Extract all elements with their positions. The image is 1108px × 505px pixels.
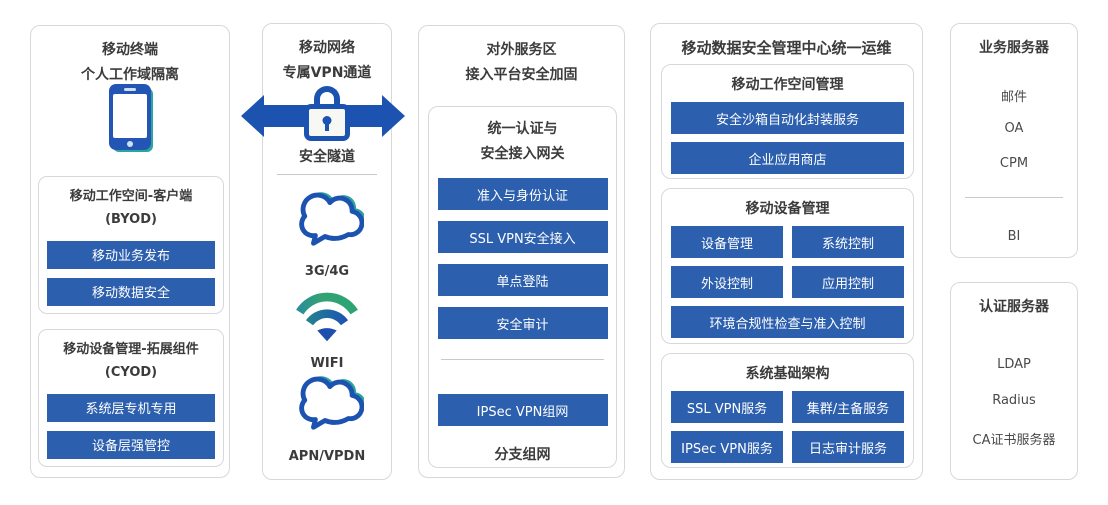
panel-title: 对外服务区 接入平台安全加固 <box>419 26 624 88</box>
panel-business-servers: 业务服务器 邮件 OA CPM BI <box>950 23 1078 258</box>
group-title-line1: 移动设备管理-拓展组件 <box>63 342 199 357</box>
padlock-shackle <box>314 86 340 108</box>
panel-title: 移动数据安全管理中心统一运维 <box>681 39 892 57</box>
panel-title-line1: 移动网络 <box>299 40 355 56</box>
node-enterprise-app-store: 企业应用商店 <box>671 142 904 174</box>
branch-networking-label: 分支组网 <box>494 447 551 463</box>
smartphone-icon <box>109 84 151 150</box>
group-byod: 移动工作空间-客户端 (BYOD) 移动业务发布 移动数据安全 <box>38 176 224 314</box>
node-app-control: 应用控制 <box>792 266 904 298</box>
panel-mobile-network: 移动网络 专属VPN通道 安全隧道 3G/4G <box>241 23 405 480</box>
node-peripheral-control: 外设控制 <box>671 266 783 298</box>
node-mobile-business-publish: 移动业务发布 <box>47 240 215 269</box>
channel-3g4g-label: 3G/4G <box>304 264 350 279</box>
divider <box>965 197 1063 198</box>
section-title: 系统基础架构 <box>745 366 830 382</box>
group-auth-gateway-title: 统一认证与 安全接入网关 <box>429 107 616 166</box>
group-byod-title: 移动工作空间-客户端 (BYOD) <box>39 177 223 232</box>
node-ipsec-vpn-service: IPSec VPN服务 <box>671 431 783 463</box>
server-item-oa: OA <box>1004 121 1024 136</box>
node-ipsec-vpn-networking: IPSec VPN组网 <box>437 394 608 426</box>
divider <box>441 359 604 360</box>
node-sandbox-packaging: 安全沙箱自动化封装服务 <box>671 102 904 134</box>
node-device-control: 设备层强管控 <box>47 430 215 459</box>
cloud-icon <box>263 376 391 434</box>
padlock-keyhole <box>322 116 332 125</box>
node-system-control: 系统控制 <box>792 226 904 258</box>
panel-title: 移动终端 个人工作域隔离 <box>31 26 229 88</box>
channel-wifi-label: WIFI <box>310 356 344 371</box>
channel-apn-label: APN/VPDN <box>288 449 366 464</box>
server-item-cpm: CPM <box>999 156 1029 171</box>
secure-tunnel-label: 安全隧道 <box>299 149 355 165</box>
group-auth-gateway: 统一认证与 安全接入网关 准入与身份认证 SSL VPN安全接入 单点登陆 安全… <box>428 106 617 468</box>
panel-title-line2: 接入平台安全加固 <box>465 67 578 84</box>
panel-auth-servers: 认证服务器 LDAP Radius CA证书服务器 <box>950 282 1078 480</box>
group-title-line1: 统一认证与 <box>487 121 558 137</box>
server-item-radius: Radius <box>992 393 1036 408</box>
server-item-bi: BI <box>1007 229 1021 244</box>
phone-home-button <box>127 141 133 147</box>
group-title-line2: 安全接入网关 <box>480 145 565 162</box>
node-cluster-service: 集群/主备服务 <box>792 391 904 423</box>
panel-external-service-zone: 对外服务区 接入平台安全加固 统一认证与 安全接入网关 准入与身份认证 SSL … <box>418 25 625 478</box>
padlock-keystem <box>325 122 329 131</box>
wifi-icon <box>263 286 391 344</box>
group-cyod: 移动设备管理-拓展组件 (CYOD) 系统层专机专用 设备层强管控 <box>38 329 224 467</box>
padlock-body <box>304 104 350 141</box>
cloud-icon <box>263 192 391 250</box>
panel-title-line2: 专属VPN通道 <box>282 65 372 82</box>
node-log-audit-service: 日志审计服务 <box>792 431 904 463</box>
panel-title: 认证服务器 <box>979 299 1049 315</box>
panel-title-line1: 对外服务区 <box>486 42 557 58</box>
node-ssl-vpn-service: SSL VPN服务 <box>671 391 783 423</box>
section-workspace-management: 移动工作空间管理 安全沙箱自动化封装服务 企业应用商店 <box>661 64 914 179</box>
section-device-management: 移动设备管理 设备管理 系统控制 外设控制 应用控制 环境合规性检查与准入控制 <box>661 188 914 344</box>
node-single-sign-on: 单点登陆 <box>437 264 608 296</box>
panel-management-center: 移动数据安全管理中心统一运维 移动工作空间管理 安全沙箱自动化封装服务 企业应用… <box>650 23 923 480</box>
group-title-line2: (BYOD) <box>105 211 157 227</box>
node-device-management: 设备管理 <box>671 226 783 258</box>
node-compliance-check: 环境合规性检查与准入控制 <box>671 306 904 338</box>
group-title-line2: (CYOD) <box>104 364 158 380</box>
panel-title: 业务服务器 <box>979 40 1049 56</box>
server-item-ldap: LDAP <box>997 357 1031 372</box>
panel-title-line1: 移动终端 <box>102 42 158 58</box>
node-security-audit: 安全审计 <box>437 307 608 339</box>
node-access-identity-auth: 准入与身份认证 <box>437 178 608 210</box>
panel-title-line2: 个人工作域隔离 <box>81 67 179 84</box>
panel-mobile-terminal: 移动终端 个人工作域隔离 移动工作空间-客户端 (BYOD) 移动业务发布 移动… <box>30 25 230 478</box>
arrow-right-head <box>382 95 405 137</box>
group-cyod-title: 移动设备管理-拓展组件 (CYOD) <box>39 330 223 385</box>
padlock-icon <box>304 86 350 142</box>
phone-speaker <box>124 88 136 91</box>
phone-screen <box>113 94 147 138</box>
panel-title: 移动网络 专属VPN通道 <box>263 24 391 86</box>
node-ssl-vpn-access: SSL VPN安全接入 <box>437 221 608 253</box>
node-system-dedicated: 系统层专机专用 <box>47 393 215 422</box>
section-title: 移动设备管理 <box>745 201 830 217</box>
section-title: 移动工作空间管理 <box>731 77 844 93</box>
group-title-line1: 移动工作空间-客户端 <box>69 189 193 204</box>
divider <box>277 174 377 175</box>
server-item-ca: CA证书服务器 <box>972 433 1056 448</box>
server-item-mail: 邮件 <box>1000 90 1027 105</box>
section-system-infrastructure: 系统基础架构 SSL VPN服务 集群/主备服务 IPSec VPN服务 日志审… <box>661 353 914 468</box>
node-mobile-data-security: 移动数据安全 <box>47 277 215 306</box>
